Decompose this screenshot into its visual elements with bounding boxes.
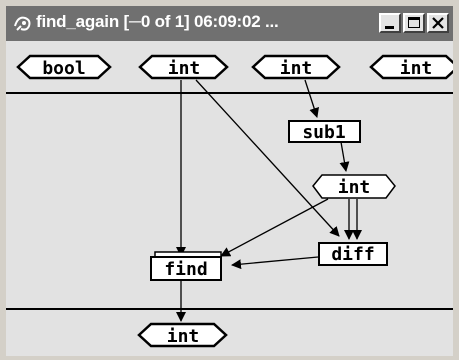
edge-int-to-diff	[195, 79, 340, 237]
input-node-int-2[interactable]: int	[251, 54, 341, 80]
graph-edges	[176, 79, 362, 322]
node-diff-label: diff	[331, 244, 374, 265]
edge-int-to-find-mid	[220, 198, 329, 257]
close-button[interactable]	[427, 13, 449, 33]
title-bar[interactable]: find_again [─0 of 1] 06:09:02 ...	[6, 6, 453, 41]
graph-canvas[interactable]: bool int int int sub1 int	[6, 41, 459, 356]
input-node-int-2-label: int	[280, 58, 313, 79]
minimize-button[interactable]	[379, 13, 401, 33]
node-sub1-label: sub1	[302, 122, 345, 143]
node-find-label: find	[164, 259, 207, 280]
input-node-int-1-label: int	[168, 58, 201, 79]
input-node-int-3-label: int	[400, 58, 433, 79]
close-icon	[432, 17, 444, 29]
app-logo-icon	[14, 16, 31, 31]
input-node-bool[interactable]: bool	[16, 54, 112, 80]
node-int-label: int	[338, 177, 371, 198]
input-node-bool-label: bool	[42, 58, 85, 79]
window-title: find_again [─0 of 1] 06:09:02 ...	[36, 12, 279, 31]
node-find[interactable]: find	[150, 251, 222, 281]
input-node-int-3[interactable]: int	[369, 54, 459, 80]
maximize-icon	[408, 17, 420, 28]
dataflow-graph: bool int int int sub1 int	[6, 54, 459, 348]
output-node-int[interactable]: int	[137, 322, 228, 348]
input-node-int-1[interactable]: int	[138, 54, 229, 80]
node-int[interactable]: int	[312, 174, 396, 199]
node-diff[interactable]: diff	[318, 242, 388, 266]
edge-int-to-sub1	[304, 79, 319, 118]
node-sub1[interactable]: sub1	[288, 120, 361, 143]
minimize-icon	[385, 26, 394, 29]
edge-sub1-to-int	[339, 141, 350, 172]
maximize-button[interactable]	[403, 13, 425, 33]
output-node-int-label: int	[167, 326, 200, 347]
edge-diff-to-find	[231, 256, 319, 270]
